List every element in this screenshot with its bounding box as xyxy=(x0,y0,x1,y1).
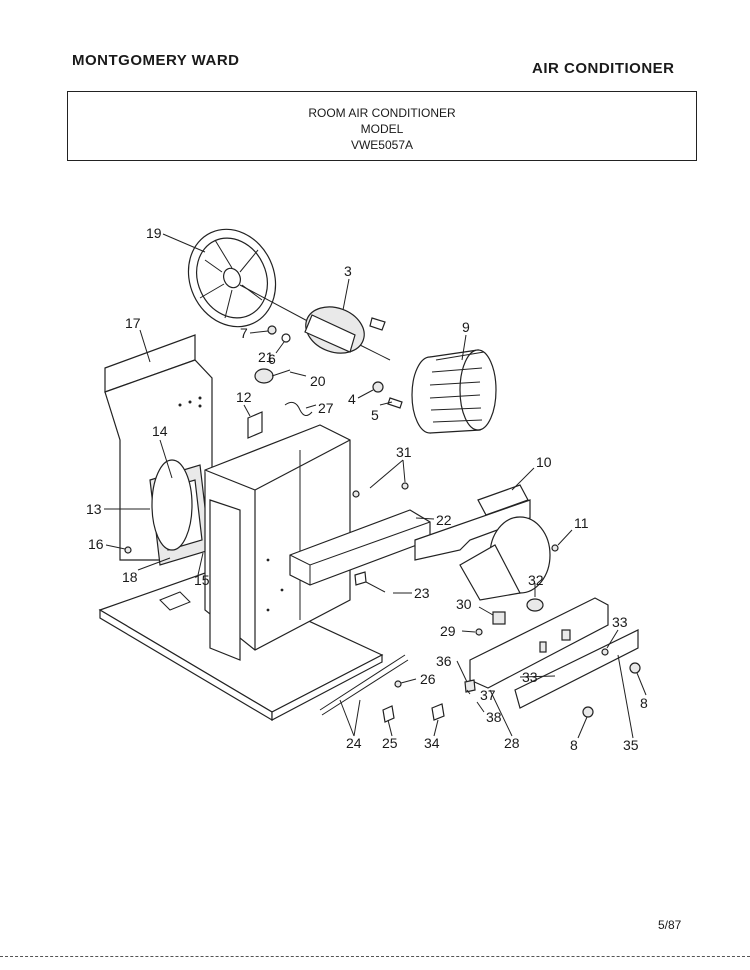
callout-19: 19 xyxy=(146,225,162,241)
callout-24: 24 xyxy=(346,735,362,751)
callout-25: 25 xyxy=(382,735,398,751)
callout-37: 37 xyxy=(480,687,496,703)
callout-34: 34 xyxy=(424,735,440,751)
callout-5: 5 xyxy=(371,407,379,423)
callout-8-bottom: 8 xyxy=(570,737,578,753)
blower-wheel xyxy=(411,349,497,434)
leader-lines xyxy=(104,233,647,739)
thermostat-32 xyxy=(526,598,544,612)
part-25 xyxy=(382,705,395,723)
screw-31b xyxy=(401,482,409,490)
callout-33-upper: 33 xyxy=(612,614,628,630)
callout-23: 23 xyxy=(414,585,430,601)
screw-29 xyxy=(475,628,483,636)
wire-harness-24 xyxy=(319,654,409,716)
screw-33 xyxy=(601,648,609,656)
callout-7: 7 xyxy=(240,325,248,341)
callout-33-lower: 33 xyxy=(522,669,538,685)
knob-8b xyxy=(582,706,594,718)
base-pan xyxy=(98,572,384,722)
washer-6 xyxy=(281,333,291,343)
callout-14: 14 xyxy=(152,423,168,439)
callout-21: 21 xyxy=(258,349,274,365)
callout-26: 26 xyxy=(420,671,436,687)
callout-36: 36 xyxy=(436,653,452,669)
title-line-product: ROOM AIR CONDITIONER xyxy=(308,106,456,120)
callout-32: 32 xyxy=(528,572,544,588)
title-line-model-label: MODEL xyxy=(360,122,404,136)
screw-11 xyxy=(551,544,559,552)
callout-31: 31 xyxy=(396,444,412,460)
callout-38: 38 xyxy=(486,709,502,725)
callout-18: 18 xyxy=(122,569,138,585)
scroll-housing xyxy=(414,484,551,601)
callout-29: 29 xyxy=(440,623,456,639)
product-type: AIR CONDITIONER xyxy=(532,60,675,77)
callout-27: 27 xyxy=(318,400,334,416)
condenser-fan xyxy=(187,228,277,328)
fan-motor xyxy=(304,306,391,361)
callout-3: 3 xyxy=(344,263,352,279)
callout-10: 10 xyxy=(536,454,552,470)
nut-7 xyxy=(267,325,277,335)
nut-4 xyxy=(372,381,384,393)
chassis-bulkhead xyxy=(204,424,351,661)
revision-date: 5/87 xyxy=(658,918,682,932)
callout-8-right: 8 xyxy=(640,695,648,711)
capacitor xyxy=(254,368,291,384)
brand-name: MONTGOMERY WARD xyxy=(72,52,240,69)
callout-30: 30 xyxy=(456,596,472,612)
bracket-23 xyxy=(354,571,367,586)
callout-12: 12 xyxy=(236,389,252,405)
callout-9: 9 xyxy=(462,319,470,335)
callout-35: 35 xyxy=(623,737,639,753)
shroud-assembly xyxy=(149,459,211,566)
part-36 xyxy=(464,679,476,693)
callout-17: 17 xyxy=(125,315,141,331)
switch-30 xyxy=(492,611,506,625)
clip-5 xyxy=(387,397,403,409)
knob-8a xyxy=(629,662,641,674)
callout-28: 28 xyxy=(504,735,520,751)
callout-22: 22 xyxy=(436,512,452,528)
bracket-12 xyxy=(247,411,263,439)
screw-31a xyxy=(352,490,360,498)
callout-6: 6 xyxy=(268,351,276,367)
title-box: ROOM AIR CONDITIONER MODEL VWE5057A xyxy=(67,91,697,161)
callout-20: 20 xyxy=(310,373,326,389)
callout-4: 4 xyxy=(348,391,356,407)
callout-16: 16 xyxy=(88,536,104,552)
callout-11: 11 xyxy=(574,515,589,531)
bottom-rule xyxy=(0,956,750,957)
screw-16 xyxy=(124,546,132,554)
callout-15: 15 xyxy=(194,572,210,588)
callout-13: 13 xyxy=(86,501,102,517)
wire-27 xyxy=(284,401,313,416)
screw-26 xyxy=(394,680,402,688)
title-line-model-number: VWE5057A xyxy=(350,138,414,152)
part-34 xyxy=(431,703,445,721)
